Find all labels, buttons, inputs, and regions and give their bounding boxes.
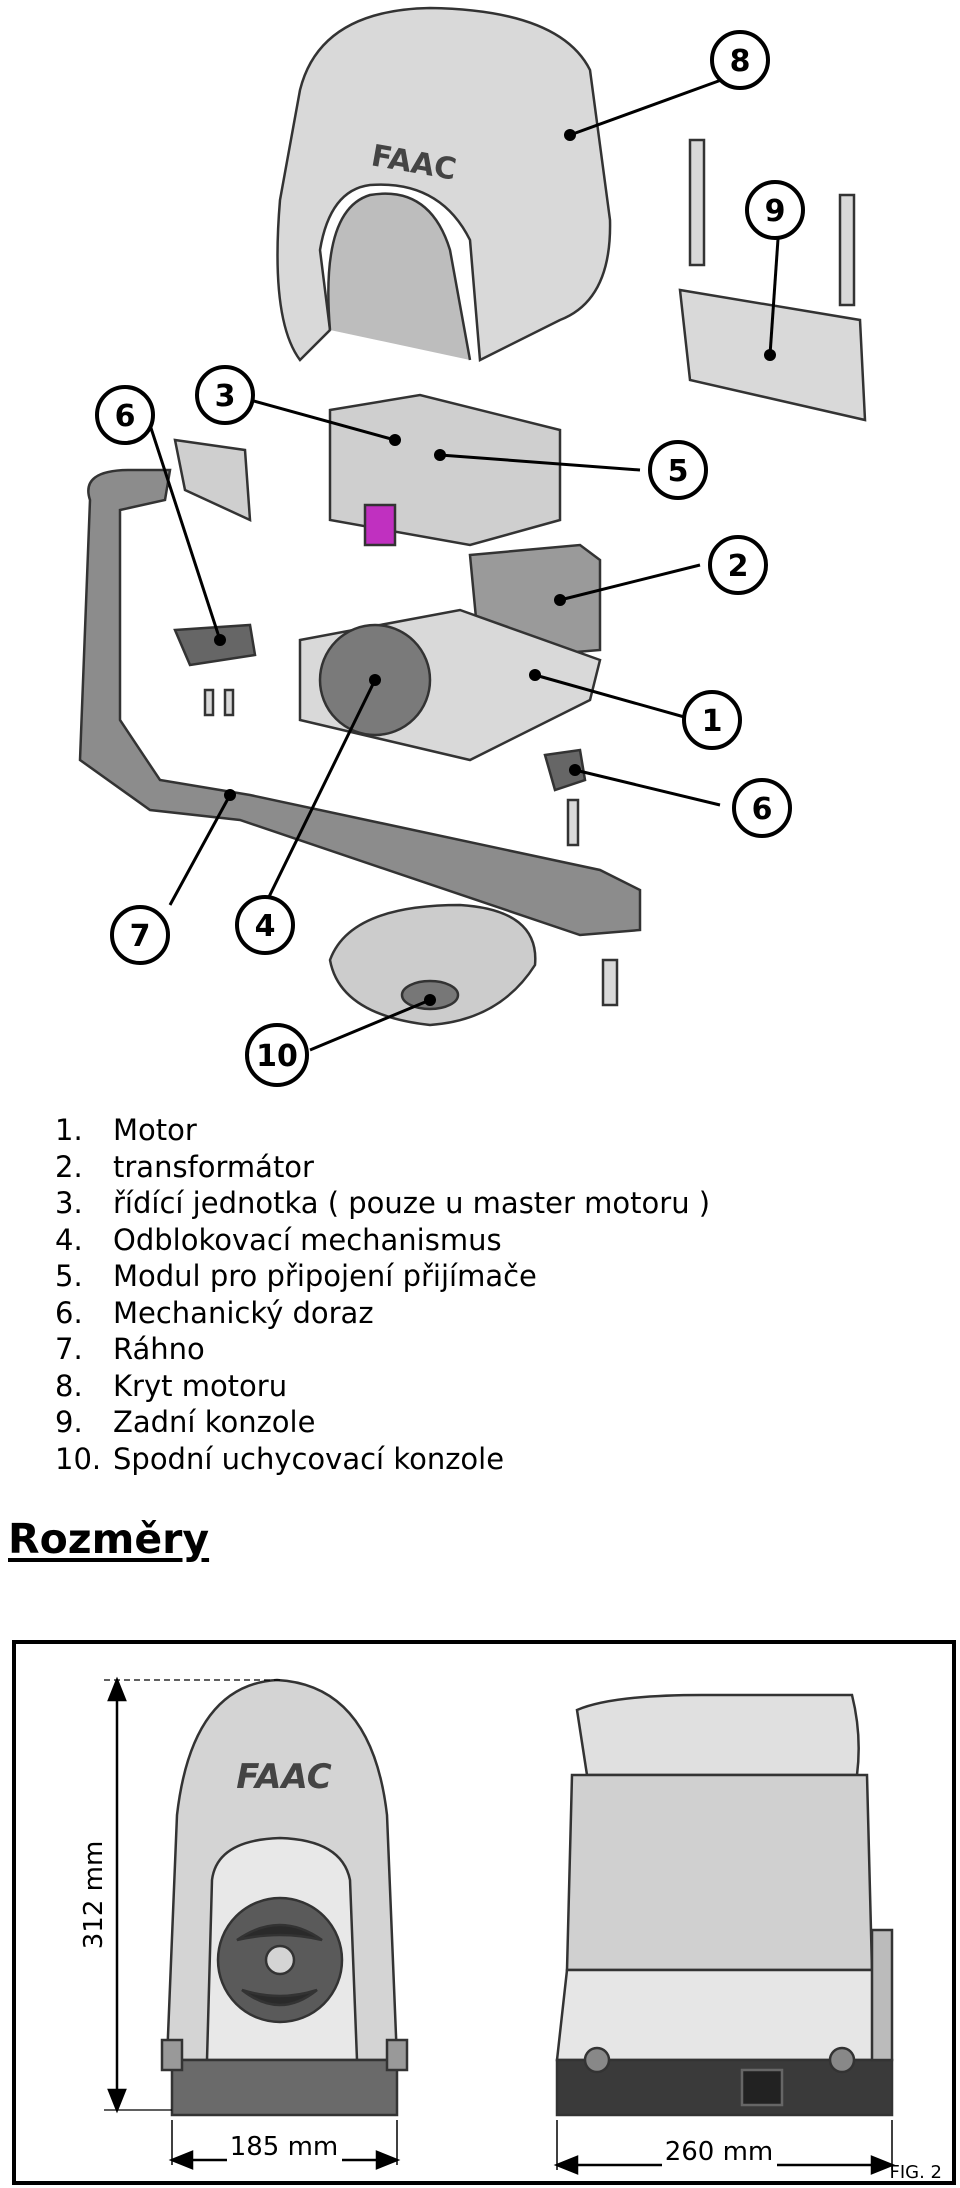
item-label: transformátor [113, 1149, 314, 1184]
motor-cover [276, 6, 612, 362]
callout-7 [110, 905, 170, 965]
item-label: Mechanický doraz [113, 1295, 374, 1330]
stop-right [543, 748, 587, 792]
height-dimension-label: 312 mm [79, 1841, 109, 1950]
side-width-label: 260 mm [665, 2137, 774, 2167]
callout-label: 9 [765, 194, 786, 229]
item-number: 4. [55, 1222, 83, 1257]
callout-1 [682, 690, 742, 750]
list-item: 6. Mechanický doraz [55, 1295, 710, 1332]
callout-3 [195, 365, 255, 425]
item-number: 2. [55, 1149, 83, 1184]
side-view [555, 1693, 894, 2117]
item-number: 7. [55, 1332, 83, 1366]
list-item: 3. řídící jednotka ( pouze u master motor… [55, 1185, 710, 1222]
callout-label: 1 [702, 704, 723, 739]
item-label: Zadní konzole [113, 1405, 316, 1439]
callout-5 [648, 440, 708, 500]
item-label: Kryt motoru [113, 1368, 288, 1403]
list-item: 4. Odblokovací mechanismus [55, 1222, 710, 1259]
front-logo-text: FAAC [236, 1757, 331, 1797]
callout-6b [732, 778, 792, 838]
bottom-bracket [328, 903, 537, 1027]
callout-label: 7 [130, 919, 151, 954]
callout-4 [235, 895, 295, 955]
callout-label: 6 [752, 792, 773, 827]
item-label: Modul pro připojení přijímače [113, 1259, 537, 1293]
item-number: 3. [55, 1186, 83, 1220]
callout-label: 4 [255, 909, 276, 944]
section-title: Rozměry [8, 1515, 210, 1563]
callout-label: 5 [668, 454, 689, 489]
list-item: 9. Zadní konzole [55, 1404, 710, 1441]
callout-label: 10 [256, 1039, 298, 1074]
callout-9 [745, 180, 805, 240]
list-item: 10. Spodní uchycovací konzole [55, 1441, 710, 1478]
callout-label: 8 [730, 44, 751, 79]
callout-6a [95, 385, 155, 445]
item-number: 1. [55, 1113, 83, 1147]
front-view [160, 1678, 409, 2117]
item-number: 6. [55, 1295, 83, 1330]
callout-2 [708, 535, 768, 595]
item-number: 8. [55, 1368, 83, 1403]
item-label: Spodní uchycovací konzole [113, 1441, 505, 1476]
callout-10 [245, 1023, 309, 1087]
callout-label: 2 [728, 549, 749, 584]
callout-label: 6 [115, 399, 136, 434]
front-width-label: 185 mm [230, 2132, 339, 2162]
list-item: 2. transformátor [55, 1149, 710, 1186]
callout-label: 3 [215, 379, 236, 414]
dimensions-figure: FAAC 312 mm 185 mm 260 mm F [12, 1640, 956, 2185]
item-label: řídící jednotka ( pouze u master motoru … [113, 1186, 711, 1220]
item-number: 9. [55, 1405, 83, 1439]
callout-8 [710, 30, 770, 90]
item-number: 5. [55, 1259, 83, 1293]
arm [78, 468, 642, 937]
item-label: Ráhno [113, 1332, 205, 1366]
exploded-view-illustration: FAAC [78, 6, 867, 1087]
stop-left [173, 623, 257, 667]
item-label: Odblokovací mechanismus [113, 1222, 502, 1257]
list-item: 5. Modul pro připojení přijímače [55, 1258, 710, 1295]
list-item: 1. Motor [55, 1112, 710, 1149]
figure-label: FIG. 2 [889, 2162, 942, 2183]
list-item: 8. Kryt motoru [55, 1368, 710, 1405]
item-number: 10. [55, 1441, 102, 1476]
list-item: 7. Ráhno [55, 1331, 710, 1368]
item-label: Motor [113, 1113, 197, 1147]
parts-list: 1. Motor 2. transformátor 3. řídící jednotk… [55, 1112, 710, 1477]
